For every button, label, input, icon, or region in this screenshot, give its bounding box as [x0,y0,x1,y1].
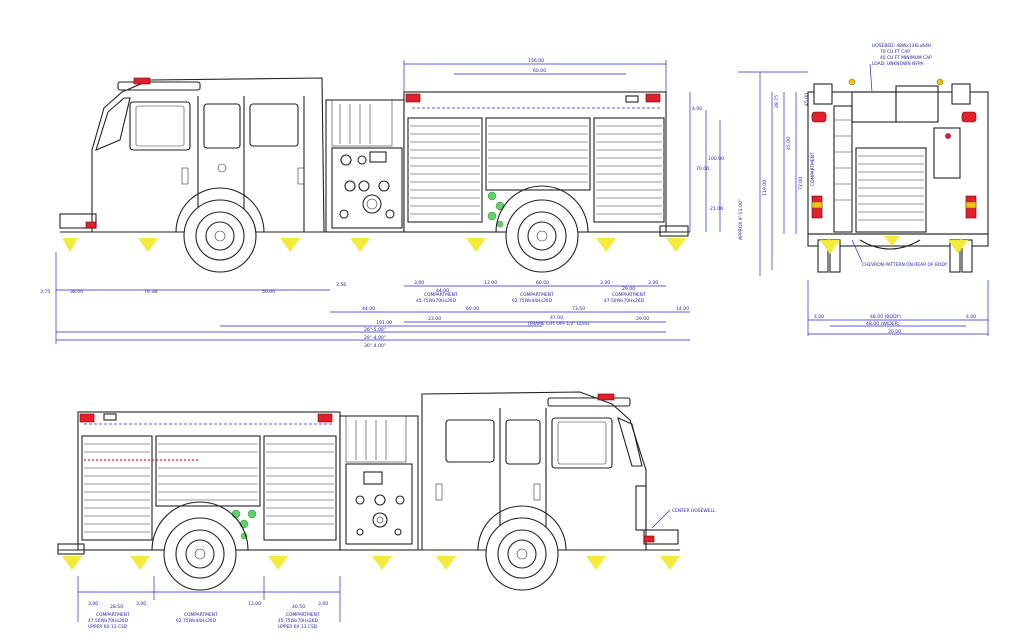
other-compartment-extra-3: UPPER 6X 13 CSD [278,624,318,630]
rear-bdim-2: 48.00 (BODY) [870,314,901,320]
dim-b2: 38.00 [70,289,83,295]
compartment-label-1: COMPARTMENT [424,292,458,298]
other-compartment-size-3: 45.75Wx70Hx26D [278,618,319,624]
dim-right-2: 70.00 [696,166,709,172]
dim-b11: 29.00 [622,286,635,292]
dim-c4: 14.00 [676,306,689,312]
front-wheel [183,199,257,273]
rear-wheel [505,199,579,273]
rear-compartment-label: COMPARTMENT [810,152,816,186]
dim-c1: 44.00 [362,306,375,312]
dim-b4: 50.00 [262,289,275,295]
dim-b8: 13.00 [484,280,497,286]
dim-d2: 47.00 [550,315,563,321]
other-dim-5: 40.50 [292,604,305,610]
chevron-note: CHEVRON PATTERN ON REAR OF BODY [862,262,947,268]
dim-b9: 60.00 [536,280,549,286]
dim-b1: 3.75 [40,289,50,295]
other-compartment-label-2: COMPARTMENT [184,612,218,618]
side-view: 156.00 60.00 4.00 70.00 100.00 21.00 3.7… [40,58,724,349]
compartment-size-2: 62.75Wx44Hx26D [512,298,553,304]
dim-b10: 3.00 [600,280,610,286]
rear-bdim-5: 20.00 [888,329,901,335]
other-compartment-size-2: 62.75Wx44Hx26D [176,618,217,624]
other-dim-1: 3.00 [88,601,98,607]
rear-dim-3: 45.00 [786,137,792,150]
rear-dim-4: 72.00 [798,177,804,190]
dim-right-1: 4.00 [692,106,702,112]
frame-note: (FRAME CUT OFF 1/2" LESS) [528,321,590,327]
compartment-size-1: 45.75Wx70Hx26D [416,298,457,304]
cab-lightbar [133,77,151,85]
dim-body-length: 156.00 [528,58,544,64]
rear-bdim-4: 48.00 (WIDER) [866,321,900,327]
compartment-label-2: COMPARTMENT [520,292,554,298]
rear-body [807,91,989,235]
dim-b6: 3.00 [414,280,424,286]
dim-top-2: 60.00 [533,68,546,74]
approx-height: APPROX 9'-11.00" [738,199,744,240]
dim-c3: 73.50 [572,306,585,312]
dim-right-4: 21.00 [710,206,723,212]
overall-dim-2: 29"-4.00" [364,335,386,341]
rear-view: APPROX 9'-11.00" 119.00 28.75 45.00 72.0… [738,43,989,336]
other-front-wheel [485,517,559,591]
compartment-size-3: 47.50Wx70Hx26D [604,298,645,304]
overall-dim-1: 26"-5.00" [364,327,386,333]
other-rear-wheel [163,517,237,591]
other-dim-3: 3.00 [136,601,146,607]
scene-lights [62,238,686,252]
hosebed-note-4: LOAD: UNKNOWN NFPA [872,61,923,67]
rear-bdim-3: 4.00 [966,314,976,320]
dim-d1: 23.00 [428,316,441,322]
hosewell-note: CENTER HOSEWELL [672,508,716,514]
other-side-view: CENTER HOSEWELL 3.00 28.50 3.00 13.00 40… [57,391,716,630]
dim-b7: 44.00 [436,288,449,294]
other-compartment-label-1: COMPARTMENT [96,612,130,618]
dim-b3: 79.38 [144,289,157,295]
rear-bdim-1: 4.00 [814,314,824,320]
dim-d3: 29.00 [636,316,649,322]
other-compartment-extra-1: UPPER 6X 13 CSD [88,624,128,630]
rear-dim-5: 45.00 [804,93,810,106]
dim-b5: 3.56 [336,282,346,288]
other-dim-2: 28.50 [110,604,123,610]
other-scene-lights [62,556,680,570]
other-compartment-size-1: 47.50Wx70Hx26D [88,618,129,624]
other-cab-lightbar [597,393,615,401]
hosebed-note-2: 70 CU FT CAP [880,49,910,55]
rear-dim-2: 28.75 [774,95,780,108]
other-compartment-label-3: COMPARTMENT [286,612,320,618]
cab-body [91,77,325,233]
hosebed-note-3: 40 CU FT MINIMUM CAP [880,55,932,61]
dim-right-3: 100.00 [708,156,724,162]
dim-c2: 60.00 [466,306,479,312]
other-dim-6: 3.00 [318,601,328,607]
dim-b12: 3.00 [648,280,658,286]
rear-dim-1: 119.00 [762,180,768,196]
hosebed-note-1: HOSEBED: 48Wx136Lx64H [872,43,931,49]
compartment-label-3: COMPARTMENT [612,292,646,298]
wheelbase-dim: 191.00 [376,320,392,326]
other-dim-4: 13.00 [248,601,261,607]
overall-dim-3: 30"-4.00" [364,343,386,349]
